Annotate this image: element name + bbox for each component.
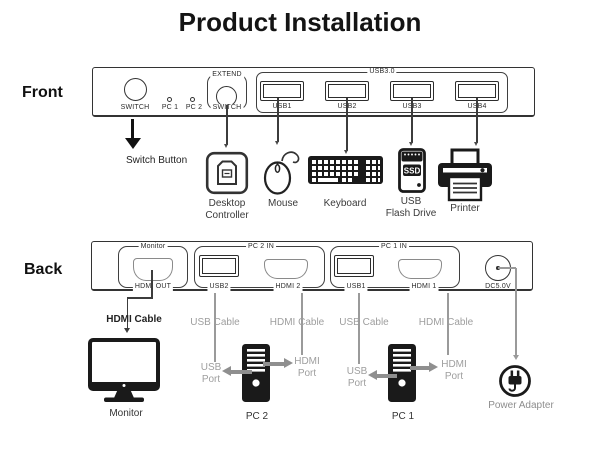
pc1-led-label: PC 1 xyxy=(161,104,179,111)
mouse-label: Mouse xyxy=(267,198,299,209)
pc2-caption: PC 2 xyxy=(245,411,269,422)
usb1-back-label: USB1 xyxy=(344,283,368,291)
pc1-usb-port-label: USB Port xyxy=(346,366,368,389)
line-usb1-arrowhead-icon xyxy=(275,141,280,145)
keyboard-label: Keyboard xyxy=(323,198,367,209)
pc2-hdmi-cable-line xyxy=(301,292,303,355)
power-adapter-icon xyxy=(499,365,531,397)
pc2-usb-cable-line xyxy=(214,292,216,362)
monitor-cable-line-v1 xyxy=(151,270,153,298)
pc1-usb-cable-line xyxy=(358,292,360,364)
monitor-caption: Monitor xyxy=(109,408,143,419)
dc-jack-pin xyxy=(496,266,500,270)
usb30-group-label: USB3.0 xyxy=(367,68,397,76)
pc1-hdmi-port-label: HDMI Port xyxy=(441,359,467,382)
switch-arrow-stem xyxy=(131,119,135,139)
hdmi2-port xyxy=(264,259,308,279)
page-title: Product Installation xyxy=(178,7,422,37)
line-extend-arrowhead-icon xyxy=(224,144,229,148)
pc2-tower-icon xyxy=(242,344,270,402)
switch-button-caption: Switch Button xyxy=(126,155,188,166)
line-usb1-to-mouse xyxy=(277,98,279,142)
pc2-usb-cable-label: USB Cable xyxy=(190,317,240,328)
pc2-usb-arrow-stem xyxy=(231,370,252,374)
pc2-hdmi-arrow-stem xyxy=(263,362,285,366)
usb-flash-drive-label: USB Flash Drive xyxy=(385,196,437,219)
pc1-hdmi-arrow-icon xyxy=(429,362,438,373)
pc1-caption: PC 1 xyxy=(391,411,415,422)
pc1-in-label: PC 1 IN xyxy=(379,243,409,251)
power-line-h xyxy=(498,267,516,269)
pc2-in-label: PC 2 IN xyxy=(246,243,276,251)
monitor-group-label: Monitor xyxy=(138,243,168,251)
hdmi1-port xyxy=(398,259,442,279)
desktop-controller-icon xyxy=(205,151,249,195)
pc1-usb-arrow-stem xyxy=(377,374,397,378)
switch-button-circle-label: SWITCH xyxy=(120,104,150,111)
line-usb2-to-keyboard xyxy=(346,98,348,151)
pc1-usb-arrow-icon xyxy=(368,370,377,381)
usb2-front-port xyxy=(325,81,369,101)
power-line-arrowhead-icon xyxy=(513,355,520,360)
monitor-cable-line-h xyxy=(126,297,153,299)
usb1-front-port xyxy=(260,81,304,101)
hdmi1-label: HDMI 1 xyxy=(409,283,439,291)
line-usb3-to-flashdrive xyxy=(411,98,413,143)
pc1-tower-icon xyxy=(388,344,416,402)
pc2-usb-port-label: USB Port xyxy=(200,362,222,385)
pc2-usb-arrow-icon xyxy=(222,366,231,377)
usb1-back-port xyxy=(334,255,374,277)
monitor-hdmi-cable-label: HDMI Cable xyxy=(106,314,162,325)
power-adapter-caption: Power Adapter xyxy=(488,400,554,411)
line-usb4-to-printer xyxy=(476,98,478,143)
monitor-cable-line-v2 xyxy=(126,298,128,329)
switch-button-circle xyxy=(124,78,147,101)
line-usb2-arrowhead-icon xyxy=(344,150,349,154)
pc2-hdmi-cable-label: HDMI Cable xyxy=(269,317,325,328)
usb1-front-label: USB1 xyxy=(272,103,292,110)
power-line-v xyxy=(515,268,517,356)
keyboard-icon xyxy=(308,156,383,184)
back-section-label: Back xyxy=(24,261,63,278)
hdmi2-label: HDMI 2 xyxy=(273,283,303,291)
pc2-led xyxy=(190,97,195,102)
ssd-text: SSD xyxy=(404,166,421,175)
pc2-hdmi-arrow-icon xyxy=(284,358,293,369)
switch-arrow-head-icon xyxy=(124,138,141,149)
usb-flash-drive-icon: SSD xyxy=(398,148,426,193)
pc1-hdmi-cable-label: HDMI Cable xyxy=(418,317,474,328)
pc1-led xyxy=(167,97,172,102)
usb2-back-port xyxy=(199,255,239,277)
pc1-hdmi-arrow-stem xyxy=(410,366,430,370)
line-usb3-arrowhead-icon xyxy=(409,142,414,146)
pc1-usb-cable-label: USB Cable xyxy=(339,317,389,328)
usb2-back-label: USB2 xyxy=(207,283,231,291)
pc2-led-label: PC 2 xyxy=(185,104,203,111)
hdmi-out-port xyxy=(133,258,173,281)
dc-label: DC5.0V xyxy=(485,283,511,290)
line-usb4-arrowhead-icon xyxy=(474,142,479,146)
printer-label: Printer xyxy=(450,203,480,214)
pc2-hdmi-port-label: HDMI Port xyxy=(294,356,320,379)
desktop-controller-label: Desktop Controller xyxy=(205,198,249,221)
pc1-hdmi-cable-line xyxy=(447,292,449,355)
line-extend-to-controller xyxy=(226,105,228,145)
monitor-cable-arrowhead-icon xyxy=(124,328,131,333)
printer-icon xyxy=(438,148,492,202)
mouse-icon xyxy=(263,151,300,195)
front-section-label: Front xyxy=(22,84,63,101)
monitor-icon xyxy=(88,338,160,402)
hdmi-out-label: HDMI OUT xyxy=(132,283,174,291)
extend-label: EXTEND xyxy=(210,71,244,79)
